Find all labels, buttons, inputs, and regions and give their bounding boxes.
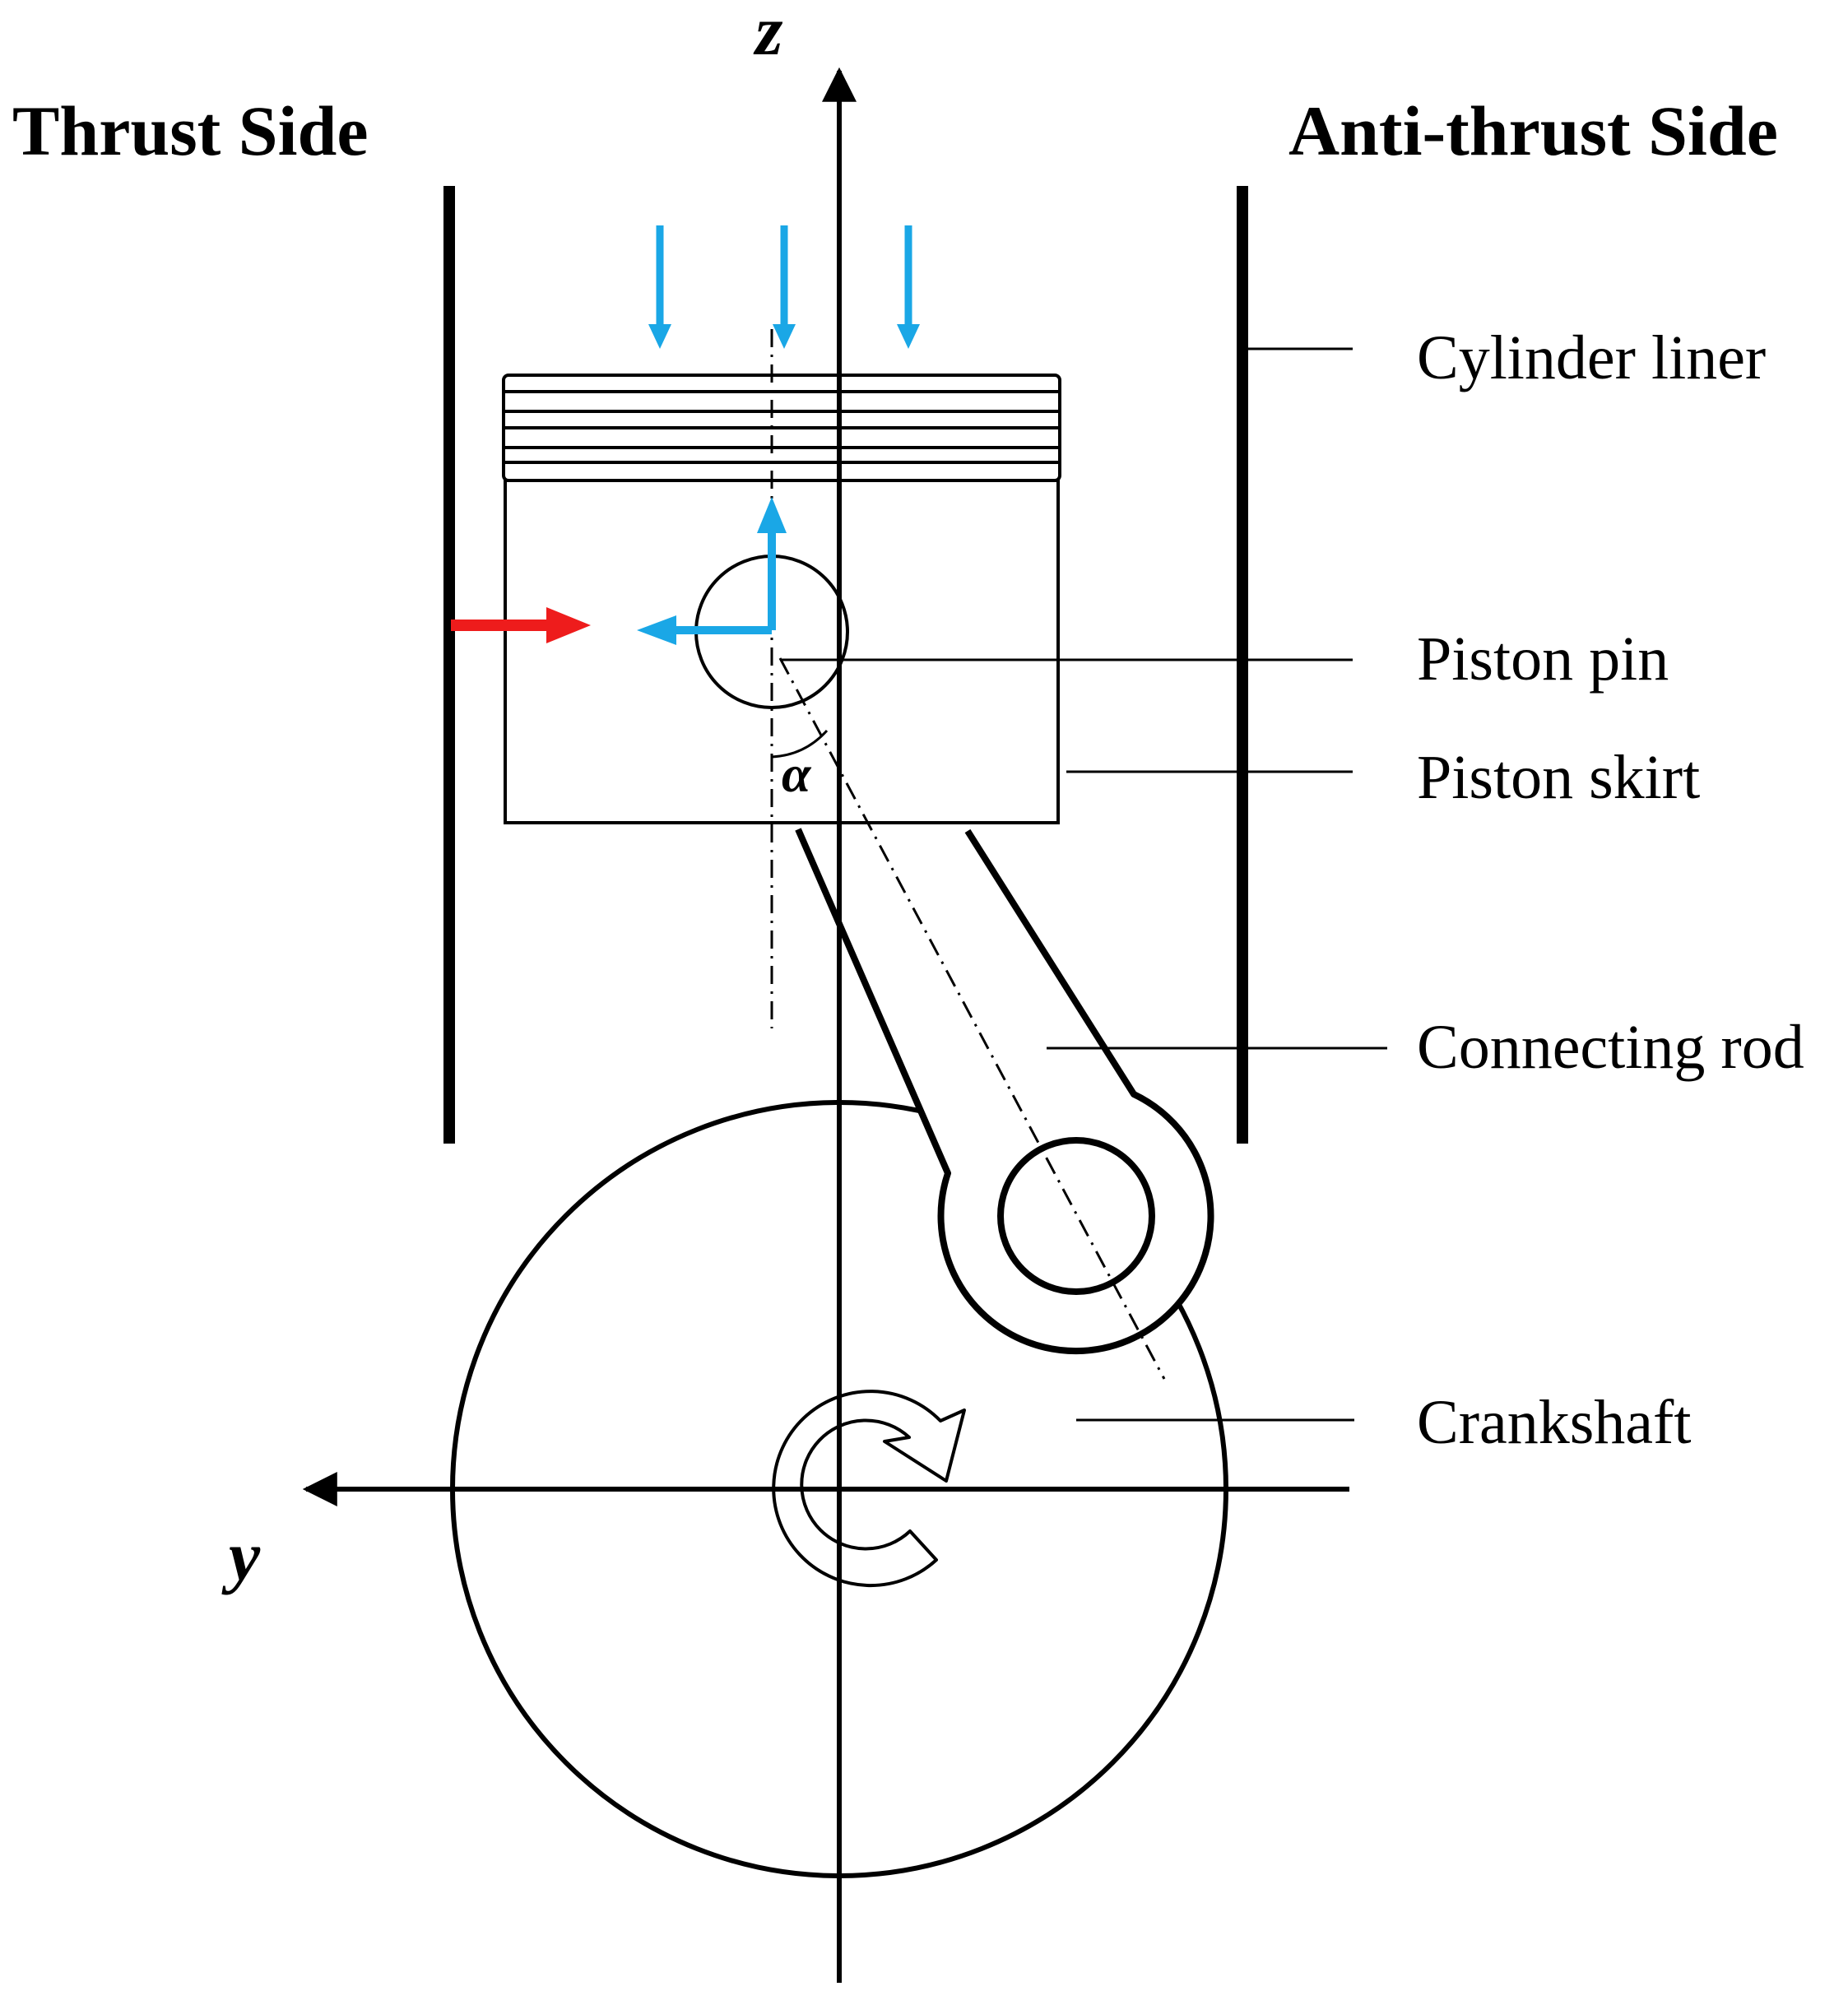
piston-skirt-label: Piston skirt — [1417, 743, 1700, 812]
alpha-label: α — [782, 745, 812, 803]
gas-pressure-arrows — [648, 225, 920, 349]
y-axis-label: y — [221, 1516, 261, 1595]
cylinder-liner-label: Cylinder liner — [1417, 323, 1766, 392]
connecting-rod-label: Connecting rod — [1417, 1013, 1804, 1082]
thrust-side-label: Thrust Side — [12, 91, 369, 170]
crankshaft-label: Crankshaft — [1417, 1388, 1691, 1457]
side-force-arrow — [451, 607, 591, 643]
rod-centerline — [778, 657, 1166, 1380]
anti-thrust-side-label: Anti-thrust Side — [1288, 91, 1778, 170]
piston-rings — [502, 374, 1061, 482]
rod-angle-arc — [771, 729, 829, 759]
piston-pin-label: Piston pin — [1417, 624, 1669, 694]
leader-lines — [780, 347, 1387, 1422]
crank-pin — [997, 1137, 1155, 1295]
rotation-arrow-icon — [772, 1390, 966, 1588]
pin-force-vectors — [637, 497, 787, 645]
z-axis-label: z — [753, 0, 783, 70]
